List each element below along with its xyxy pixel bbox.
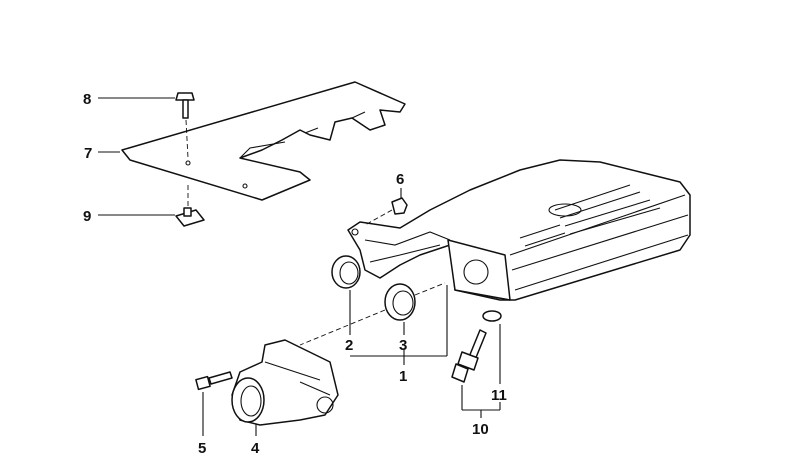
callout-7: 7 [84,145,92,162]
screw-part-5 [195,371,233,391]
callout-10: 10 [472,421,489,438]
heat-shield [121,81,406,201]
clip-nut-part-9 [175,207,205,227]
callout-4: 4 [251,440,260,457]
callout-2: 2 [345,337,353,354]
bolt-part-8 [175,92,195,119]
callout-3: 3 [399,337,407,354]
callout-8: 8 [83,91,91,108]
callout-6: 6 [396,171,404,188]
intake-manifold [347,159,691,301]
gasket-part-3 [384,283,416,321]
nut-part-6 [391,197,408,215]
callout-9: 9 [83,208,91,225]
o-ring-part-11 [482,310,502,322]
leader-lines [98,97,501,436]
temperature-sensor-part-10 [451,329,487,383]
gasket-part-2 [331,255,361,289]
throttle-housing-part-4 [231,339,339,426]
callout-1: 1 [399,368,407,385]
callout-11: 11 [491,387,507,404]
callout-5: 5 [198,440,206,457]
